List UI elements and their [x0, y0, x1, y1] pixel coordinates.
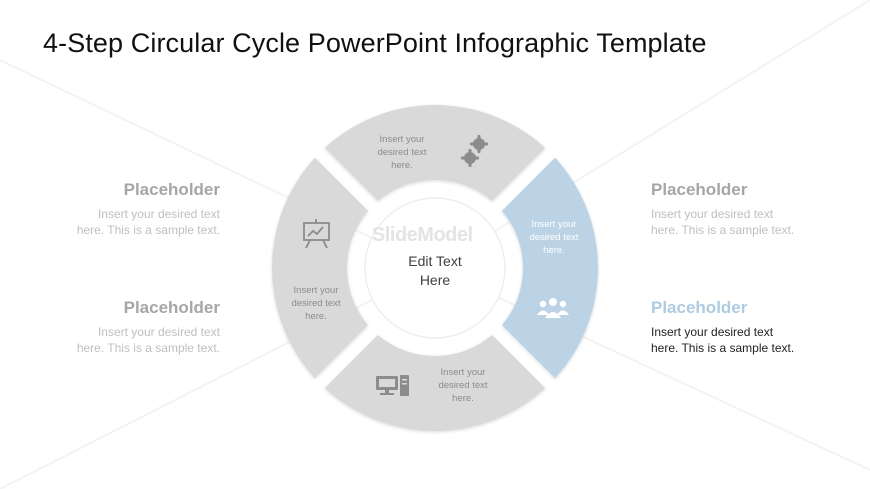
- center-circle: [364, 197, 506, 339]
- computer-icon: [376, 375, 409, 396]
- center-text: Edit Text Here: [372, 252, 498, 290]
- placeholder-text-line2: here. This is a sample text.: [76, 341, 220, 355]
- slide-title: 4-Step Circular Cycle PowerPoint Infogra…: [43, 28, 707, 58]
- placeholder-text-line1: Insert your desired text: [97, 325, 220, 339]
- center-text-line1: Edit Text: [408, 253, 462, 269]
- cycle-segment-top: [324, 105, 546, 202]
- segment-left-text: Insert your desired text here.: [291, 285, 341, 322]
- placeholder-block-left-top: Placeholder Insert your desired text her…: [40, 180, 220, 238]
- placeholder-block-right-bottom: Placeholder Insert your desired text her…: [651, 298, 831, 356]
- placeholder-block-left-bottom: Placeholder Insert your desired text her…: [40, 298, 220, 356]
- gears-icon: [461, 135, 488, 167]
- cycle-segment-right: [501, 157, 598, 379]
- placeholder-title: Placeholder: [651, 298, 748, 317]
- placeholder-title: Placeholder: [123, 298, 220, 317]
- placeholder-block-right-top: Placeholder Insert your desired text her…: [651, 180, 831, 238]
- center-text-line2: Here: [419, 272, 451, 288]
- placeholder-text-line1: Insert your desired text: [651, 207, 774, 221]
- segment-bottom-text: Insert your desired text here.: [438, 367, 488, 404]
- cycle-segment-bottom: [324, 334, 546, 431]
- presentation-board-icon: [303, 219, 330, 249]
- placeholder-text-line2: here. This is a sample text.: [76, 223, 220, 237]
- placeholder-text-line1: Insert your desired text: [97, 207, 220, 221]
- placeholder-text-line2: here. This is a sample text.: [651, 341, 795, 355]
- segment-right-text: Insert your desired text here.: [529, 219, 579, 256]
- segment-top-text: Insert your desired text here.: [377, 134, 427, 171]
- cycle-segment-left: [272, 157, 369, 379]
- placeholder-text-line1: Insert your desired text: [651, 325, 774, 339]
- placeholder-title: Placeholder: [651, 180, 748, 199]
- users-icon: [537, 298, 569, 318]
- watermark: SlideModel: [372, 224, 473, 246]
- placeholder-text-line2: here. This is a sample text.: [651, 223, 795, 237]
- placeholder-title: Placeholder: [123, 180, 220, 199]
